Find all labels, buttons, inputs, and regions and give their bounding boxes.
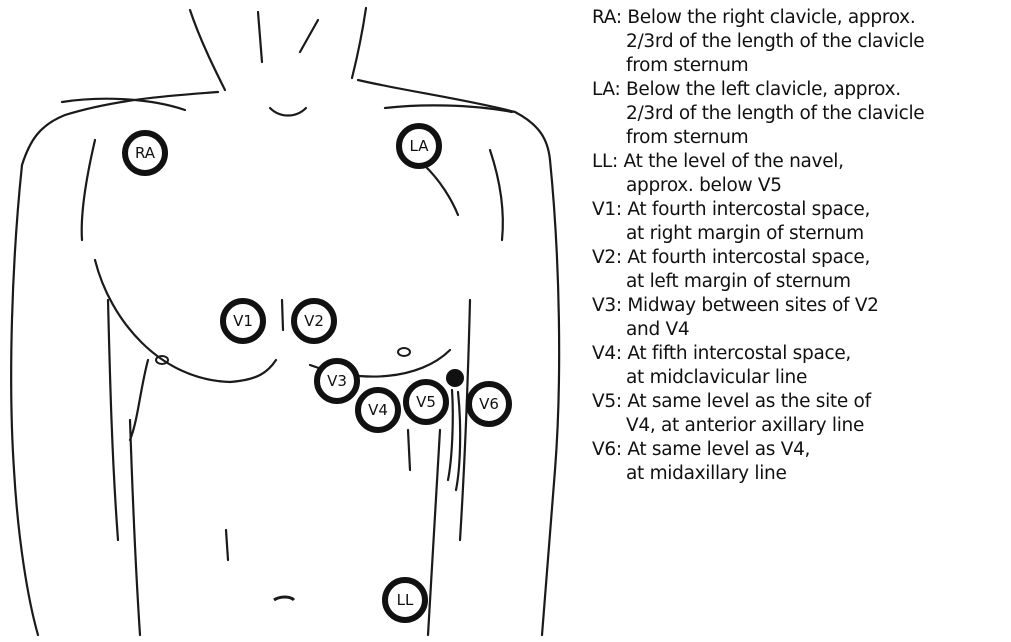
legend-text: Below the left clavicle, approx. — [626, 79, 901, 100]
legend-text: V4, at anterior axillary line — [592, 414, 871, 438]
legend-entry-v4: V4: At fifth intercostal space, at midcl… — [592, 342, 1008, 390]
legend-text: At same level as V4, — [627, 439, 810, 460]
legend-text: At the level of the navel, — [624, 151, 844, 172]
electrode-la-label: LA — [410, 137, 430, 155]
legend-text: and V4 — [592, 318, 879, 342]
legend-text: At fifth intercostal space, — [627, 343, 851, 364]
legend-text: at right margin of sternum — [592, 222, 870, 246]
legend-code: V2: — [592, 247, 622, 268]
legend-entry-ll: LL: At the level of the navel, approx. b… — [592, 150, 1008, 198]
electrode-ll-label: LL — [397, 591, 414, 609]
torso-drawing: RA LA V1 V2 V3 V4 V5 V6 — [0, 0, 590, 642]
legend-text: At fourth intercostal space, — [627, 199, 870, 220]
electrode-v6-label: V6 — [479, 395, 499, 413]
legend-text: at left margin of sternum — [592, 270, 870, 294]
legend-text: 2/3rd of the length of the clavicle — [592, 30, 924, 54]
electrode-v3: V3 — [317, 361, 357, 401]
legend-code: V3: — [592, 295, 622, 316]
electrode-la: LA — [399, 126, 439, 166]
electrode-v4: V4 — [358, 390, 398, 430]
legend-text: from sternum — [592, 126, 924, 150]
legend-code: LL: — [592, 151, 618, 172]
electrode-v6: V6 — [469, 384, 509, 424]
legend-entry-ra: RA: Below the right clavicle, approx. 2/… — [592, 6, 1008, 78]
legend-code: V4: — [592, 343, 622, 364]
electrode-v4-label: V4 — [368, 401, 388, 419]
legend-code: V6: — [592, 439, 622, 460]
electrode-v5: V5 — [406, 382, 446, 422]
legend-entry-v5: V5: At same level as the site of V4, at … — [592, 390, 1008, 438]
electrode-ra: RA — [125, 133, 165, 173]
legend-entry-v2: V2: At fourth intercostal space, at left… — [592, 246, 1008, 294]
legend-text: at midaxillary line — [592, 462, 810, 486]
electrode-v1: V1 — [223, 301, 263, 341]
electrode-ra-label: RA — [135, 144, 156, 162]
legend-entry-la: LA: Below the left clavicle, approx. 2/3… — [592, 78, 1008, 150]
legend-text: 2/3rd of the length of the clavicle — [592, 102, 924, 126]
electrode-v3-label: V3 — [327, 372, 347, 390]
electrode-legend: RA: Below the right clavicle, approx. 2/… — [592, 6, 1008, 486]
legend-text: Midway between sites of V2 — [627, 295, 878, 316]
legend-text: Below the right clavicle, approx. — [627, 7, 915, 28]
electrode-v2-label: V2 — [304, 312, 324, 330]
electrode-v2: V2 — [294, 301, 334, 341]
legend-text: At fourth intercostal space, — [627, 247, 870, 268]
electrode-ll: LL — [385, 580, 425, 620]
legend-entry-v3: V3: Midway between sites of V2 and V4 — [592, 294, 1008, 342]
legend-code: V5: — [592, 391, 622, 412]
legend-entry-v1: V1: At fourth intercostal space, at righ… — [592, 198, 1008, 246]
legend-entry-v6: V6: At same level as V4, at midaxillary … — [592, 438, 1008, 486]
legend-code: RA: — [592, 7, 622, 28]
electrode-v5-label: V5 — [416, 393, 436, 411]
electrode-v1-label: V1 — [233, 312, 253, 330]
legend-text: At same level as the site of — [627, 391, 870, 412]
legend-text: from sternum — [592, 54, 924, 78]
legend-code: LA: — [592, 79, 620, 100]
legend-text: at midclavicular line — [592, 366, 851, 390]
legend-code: V1: — [592, 199, 622, 220]
legend-text: approx. below V5 — [592, 174, 844, 198]
